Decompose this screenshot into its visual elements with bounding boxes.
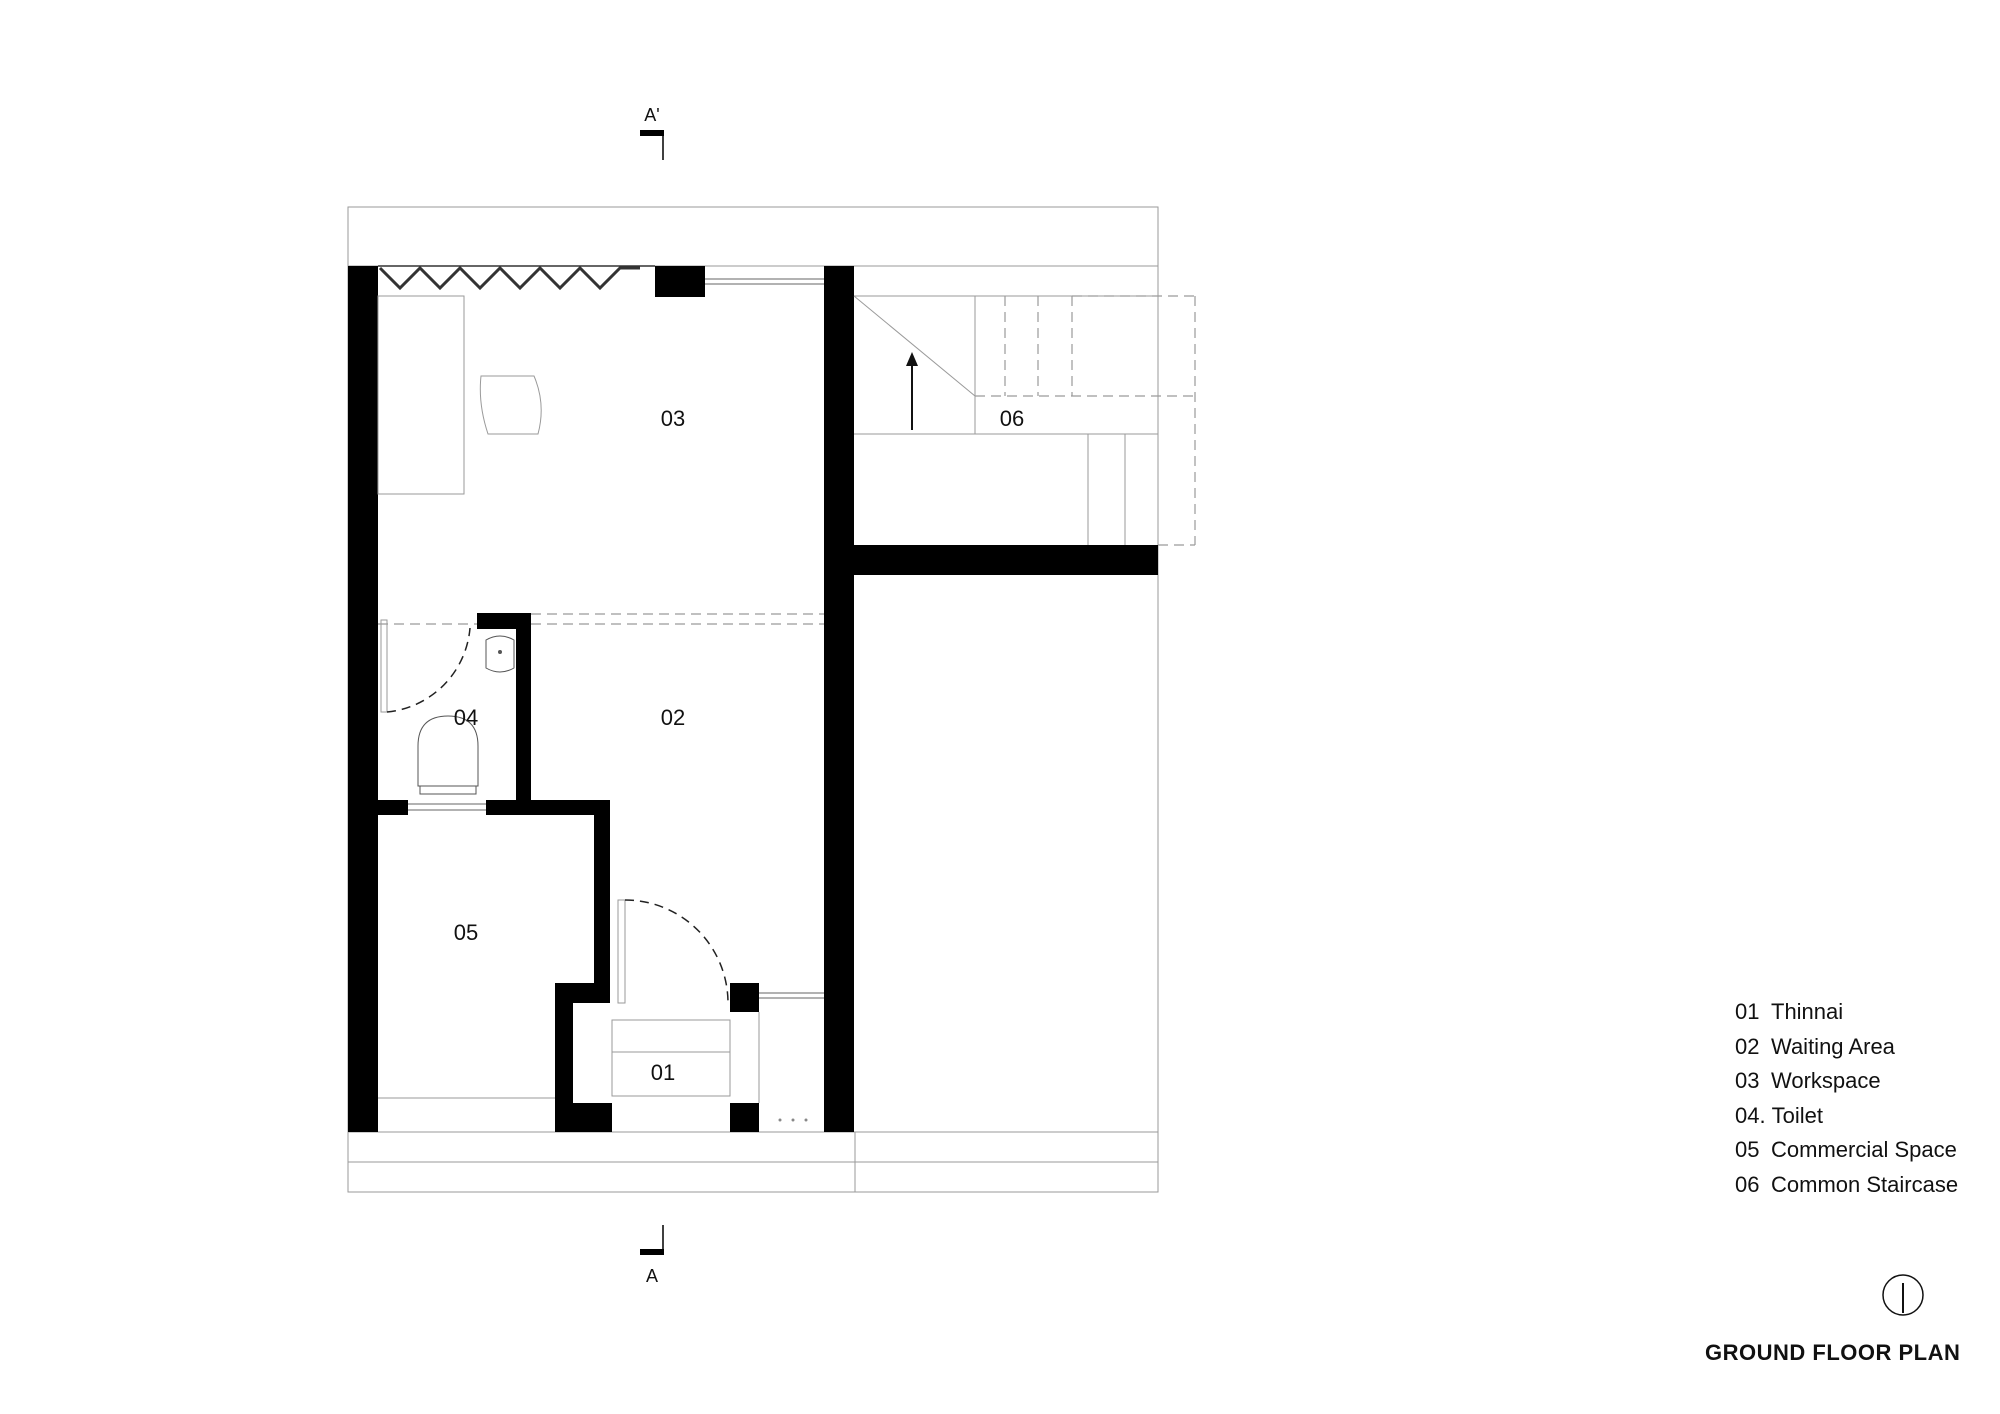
room-legend: 01 Thinnai 02 Waiting Area 03 Workspace 04.… <box>1735 995 1958 1202</box>
section-letter-top: A' <box>644 105 659 125</box>
wc <box>417 715 479 795</box>
toilet-window <box>408 803 486 811</box>
staircase <box>853 295 1196 546</box>
section-letter-bottom: A <box>646 1266 658 1286</box>
legend-number: 02 <box>1735 1033 1760 1059</box>
room-label-06: 06 <box>1000 406 1024 431</box>
legend-name: Common Staircase <box>1771 1171 1959 1197</box>
site-outline <box>347 206 1159 1193</box>
legend-item: 03 Workspace <box>1735 1064 1958 1099</box>
window-thinnai <box>759 992 824 999</box>
window-top <box>705 278 824 285</box>
folding-door <box>378 265 655 291</box>
legend-number: 05 <box>1735 1137 1760 1162</box>
room-label-04: 04 <box>454 705 478 730</box>
drawing-title: GROUND FLOOR PLAN <box>1705 1340 1961 1365</box>
room-label-03: 03 <box>661 406 685 431</box>
thinnai-steps <box>611 1012 760 1103</box>
legend-number: 03 <box>1735 1068 1760 1093</box>
legend-number: 06 <box>1735 1171 1760 1197</box>
toilet-door <box>380 619 471 713</box>
legend-name: Thinnai <box>1771 999 1844 1024</box>
room-label-02: 02 <box>661 705 685 730</box>
legend-item: 06 Common Staircase <box>1735 1168 1958 1203</box>
section-marker-top: A' <box>640 105 664 160</box>
legend-item: 05 Commercial Space <box>1735 1133 1958 1168</box>
legend-name: Waiting Area <box>1771 1033 1895 1059</box>
section-marker-bottom: A <box>640 1225 664 1286</box>
legend-item: 01 Thinnai <box>1735 995 1958 1030</box>
up-arrow-icon <box>906 352 918 430</box>
wash-basin <box>485 635 515 673</box>
legend-name: Workspace <box>1771 1068 1881 1093</box>
legend-item: 04.Toilet <box>1735 1099 1958 1134</box>
legend-number: 04. <box>1735 1102 1766 1128</box>
north-arrow-icon <box>1882 1274 1924 1316</box>
bench-dots <box>778 1118 808 1122</box>
entrance-door <box>617 899 729 1004</box>
legend-number: 01 <box>1735 999 1760 1024</box>
desk <box>377 295 465 495</box>
room-label-05: 05 <box>454 920 478 945</box>
chair <box>479 375 542 435</box>
room-label-01: 01 <box>651 1060 675 1085</box>
overhead-line <box>378 613 824 625</box>
legend-name: Commercial Space <box>1771 1137 1957 1162</box>
walls <box>348 266 1158 1132</box>
legend-name: Toilet <box>1771 1102 1823 1128</box>
legend-item: 02 Waiting Area <box>1735 1030 1958 1065</box>
